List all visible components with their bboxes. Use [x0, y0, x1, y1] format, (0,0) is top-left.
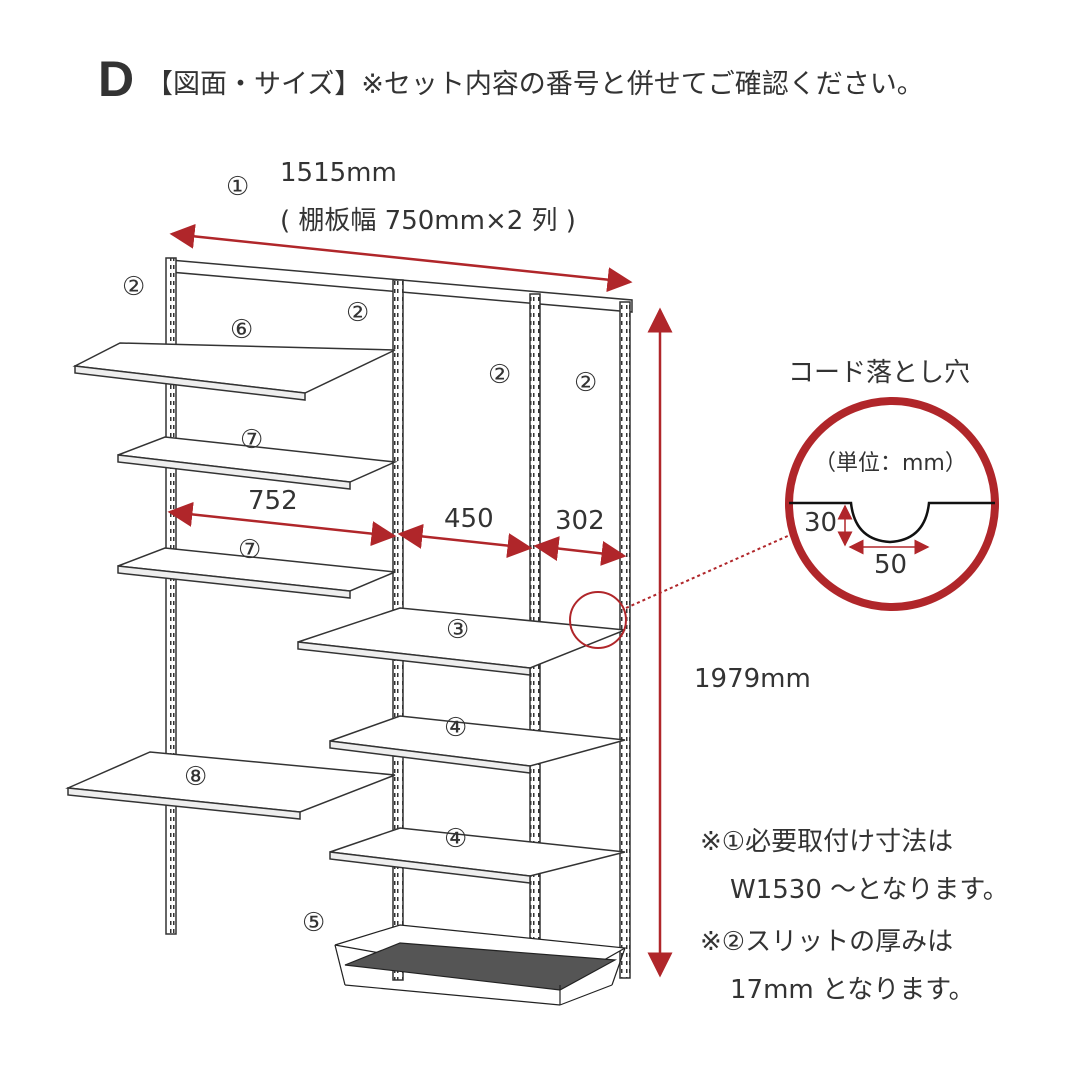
detail-title: コード落とし穴	[788, 358, 971, 388]
shelf-8-front	[67, 787, 301, 820]
callout-line	[625, 534, 791, 609]
detail-depth: 30	[804, 508, 838, 538]
width-dimension-line	[169, 223, 633, 293]
shelf-8	[65, 751, 396, 813]
label-shelf-8: ⑧	[184, 762, 208, 792]
cord-hole-profile	[789, 501, 995, 544]
page-title: 【図面・サイズ】※セット内容の番号と併せてご確認ください。	[146, 69, 924, 100]
label-shelf-3: ③	[446, 615, 470, 645]
span-450-line	[397, 523, 533, 559]
height-value: 1979mm	[694, 664, 811, 694]
width-number: ①	[226, 172, 250, 202]
shelf-3-front	[297, 641, 531, 676]
span-752-line	[167, 501, 397, 547]
span-752: 752	[248, 486, 298, 516]
section-letter: D	[98, 51, 135, 107]
detail-width: 50	[874, 550, 908, 580]
basket-5	[334, 924, 627, 1006]
span-302: 302	[555, 506, 605, 536]
shelf-4a	[329, 715, 626, 767]
shelf-7b-front	[117, 565, 351, 599]
cord-hole-highlight	[569, 591, 627, 649]
label-shelf-4b: ④	[444, 824, 468, 854]
label-basket-5: ⑤	[302, 908, 326, 938]
label-upright-a: ②	[122, 272, 146, 302]
label-upright-d: ②	[574, 368, 598, 398]
shelf-6-front	[74, 365, 306, 401]
label-shelf-7a: ⑦	[240, 425, 264, 455]
note-line-4: 17mm となります。	[730, 975, 975, 1005]
shelf-4b-front	[329, 851, 531, 884]
shelf-4b	[329, 827, 626, 877]
label-shelf-7b: ⑦	[238, 535, 262, 565]
shelf-7a-front	[117, 454, 351, 490]
width-detail: ( 棚板幅 750mm×2 列 )	[280, 206, 576, 236]
label-shelf-4a: ④	[444, 713, 468, 743]
note-line-3: ※②スリットの厚みは	[700, 927, 954, 957]
note-line-1: ※①必要取付け寸法は	[700, 827, 954, 857]
span-450: 450	[444, 504, 494, 534]
span-302-line	[533, 536, 627, 566]
note-line-2: W1530 ～となります。	[730, 875, 1009, 905]
detail-unit: （単位：mm）	[814, 451, 967, 476]
upright-right	[619, 301, 631, 979]
label-shelf-6: ⑥	[230, 315, 254, 345]
label-upright-c: ②	[488, 360, 512, 390]
label-upright-b: ②	[346, 298, 370, 328]
shelf-4a-front	[329, 740, 531, 774]
width-value: 1515mm	[280, 158, 397, 188]
